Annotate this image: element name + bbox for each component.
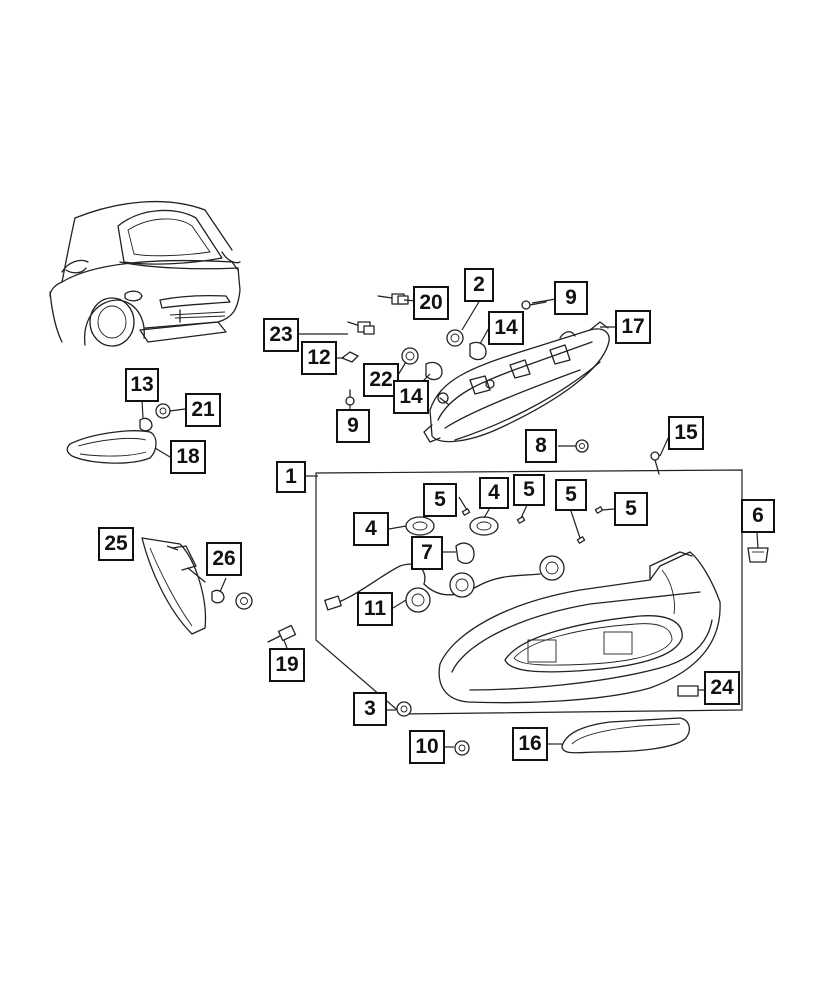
tail-lamp-housing-illustration — [438, 551, 721, 704]
callout-20[interactable]: 20 — [413, 286, 449, 320]
callout-6[interactable]: 6 — [741, 499, 775, 533]
part-7-bulb-illustration — [455, 542, 475, 565]
callout-11[interactable]: 11 — [357, 592, 393, 626]
callout-5-a[interactable]: 5 — [423, 483, 457, 517]
callout-18[interactable]: 18 — [170, 440, 206, 474]
callout-5-d[interactable]: 5 — [614, 492, 648, 526]
callout-3[interactable]: 3 — [353, 692, 387, 726]
callout-1[interactable]: 1 — [276, 461, 306, 493]
callout-7[interactable]: 7 — [411, 536, 443, 570]
callout-14-lower[interactable]: 14 — [393, 380, 429, 414]
part-19-connector-illustration — [267, 624, 297, 643]
callout-9-lower[interactable]: 9 — [336, 409, 370, 443]
part-5-pad-illustration — [461, 506, 604, 544]
callout-8[interactable]: 8 — [525, 429, 557, 463]
part-8-grommet-illustration — [575, 439, 589, 453]
upper-lamp-housing-illustration — [423, 321, 610, 443]
part-24-pad-illustration — [677, 685, 699, 697]
part-26-bulb-illustration — [211, 589, 253, 610]
callout-23[interactable]: 23 — [263, 318, 299, 352]
part-18-side-marker-lamp-illustration — [66, 430, 157, 464]
part-13-bulb-illustration — [139, 417, 153, 432]
callout-21[interactable]: 21 — [185, 393, 221, 427]
part-9-screw-illustration — [345, 300, 547, 406]
part-14-bulb-illustration — [425, 341, 487, 381]
part-1-assembly-box — [315, 469, 743, 715]
part-12-clip-illustration — [341, 351, 359, 363]
part-20-connector-illustration — [377, 293, 409, 305]
callout-19[interactable]: 19 — [269, 648, 305, 682]
part-4-gasket-illustration — [405, 516, 499, 536]
part-21-socket-illustration — [155, 403, 171, 419]
callout-9-upper[interactable]: 9 — [554, 281, 588, 315]
callout-16[interactable]: 16 — [512, 727, 548, 761]
callout-5-b[interactable]: 5 — [513, 474, 545, 506]
part-3-nut-illustration — [396, 701, 412, 717]
part-10-nut-illustration — [454, 740, 470, 756]
part-11-wiring-harness-illustration — [324, 555, 565, 613]
part-25-lamp-illustration — [141, 537, 207, 635]
callout-5-c[interactable]: 5 — [555, 479, 587, 511]
callout-17[interactable]: 17 — [615, 310, 651, 344]
callout-2[interactable]: 2 — [464, 268, 494, 302]
part-2-socket-illustration — [446, 329, 464, 347]
part-6-clip-illustration — [747, 547, 769, 563]
part-23-connector-illustration — [347, 321, 375, 335]
car-rear-view-illustration — [49, 200, 241, 347]
part-15-screw-illustration — [650, 451, 660, 475]
part-16-reflector-illustration — [561, 717, 691, 754]
callout-26[interactable]: 26 — [206, 542, 242, 576]
callout-14-upper[interactable]: 14 — [488, 311, 524, 345]
callout-4-a[interactable]: 4 — [479, 477, 509, 509]
callout-13[interactable]: 13 — [125, 368, 159, 402]
callout-12[interactable]: 12 — [301, 341, 337, 375]
callout-24[interactable]: 24 — [704, 671, 740, 705]
callout-25[interactable]: 25 — [98, 527, 134, 561]
callout-10[interactable]: 10 — [409, 730, 445, 764]
callout-15[interactable]: 15 — [668, 416, 704, 450]
part-22-socket-illustration — [401, 347, 419, 365]
callout-4-b[interactable]: 4 — [353, 512, 389, 546]
